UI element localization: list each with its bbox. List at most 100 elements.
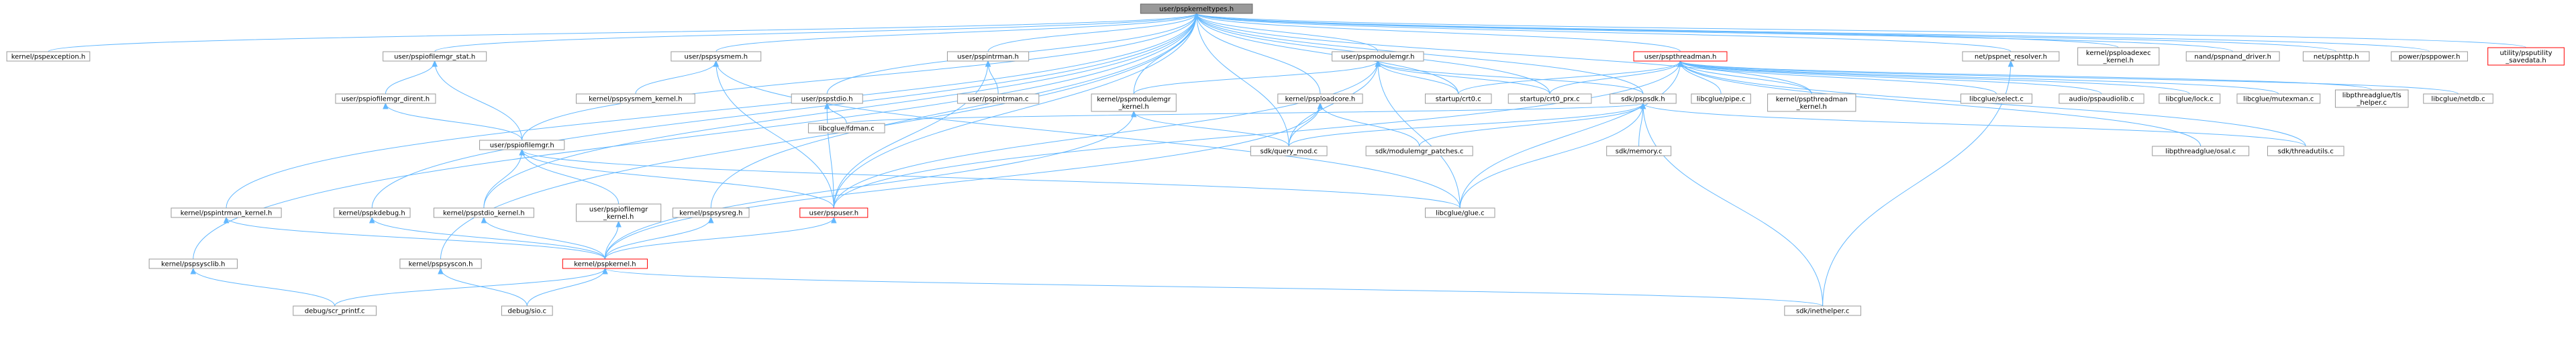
node-box-sysreg[interactable] [672,207,750,218]
node-modulemgr_kernel[interactable]: kernel/pspmodulemgr_kernel.h [1091,93,1177,112]
node-pspsysmem_kernel[interactable]: kernel/pspsysmem_kernel.h [576,93,695,104]
node-box-net_resolver[interactable] [1962,51,2060,62]
node-box-threadutils[interactable] [2267,146,2344,156]
node-box-syscon[interactable] [399,258,482,269]
node-nand_driver[interactable]: nand/pspnand_driver.h [2185,51,2280,62]
node-box-loadexec_kernel[interactable] [2077,47,2160,66]
node-memory[interactable]: sdk/memory.c [1606,146,1672,156]
node-box-stdio_kernel[interactable] [433,207,534,218]
node-glue[interactable]: libcglue/glue.c [1425,207,1495,218]
node-sysclib[interactable]: kernel/pspsysclib.h [148,258,238,269]
node-box-intrman_kernel[interactable] [170,207,282,218]
node-box-mutexman[interactable] [2236,93,2321,104]
node-iofilemgr_stat[interactable]: user/pspiofilemgr_stat.h [383,51,487,62]
node-box-tls_helper[interactable] [2334,89,2409,108]
node-pspintrman[interactable]: user/pspintrman.h [946,51,1030,62]
node-crt0_prx[interactable]: startup/crt0_prx.c [1507,93,1592,104]
node-intrman_kernel[interactable]: kernel/pspintrman_kernel.h [170,207,282,218]
node-box-psppower[interactable] [2391,51,2468,62]
node-root[interactable]: user/pspkerneltypes.h [1140,3,1253,14]
node-box-sysclib[interactable] [148,258,238,269]
node-box-fdman[interactable] [807,123,885,134]
node-loadexec_kernel[interactable]: kernel/psploadexec_kernel.h [2077,47,2160,66]
node-scr_printf[interactable]: debug/scr_printf.c [293,305,377,316]
node-box-pspaudiolib[interactable] [2059,93,2144,104]
node-modulemgr_patches[interactable]: sdk/modulemgr_patches.c [1365,146,1473,156]
node-box-threadman[interactable] [1633,51,1728,62]
node-box-iofilemgr_dirent[interactable] [335,93,436,104]
node-kdebug[interactable]: kernel/pspkdebug.h [333,207,411,218]
node-box-memory[interactable] [1606,146,1672,156]
node-box-modulemgr[interactable] [1332,51,1424,62]
node-box-scr_printf[interactable] [293,305,377,316]
node-box-netdb[interactable] [2423,93,2493,104]
node-pipe[interactable]: libcglue/pipe.c [1691,93,1751,104]
node-psphttp[interactable]: net/psphttp.h [2302,51,2370,62]
node-box-pspuser[interactable] [799,207,869,218]
node-fdman[interactable]: libcglue/fdman.c [807,123,885,134]
node-box-savedata[interactable] [2487,47,2565,66]
node-box-psputils[interactable] [1609,93,1677,104]
node-box-pspstdio[interactable] [791,93,863,104]
node-box-root[interactable] [1140,3,1253,14]
node-syscon[interactable]: kernel/pspsyscon.h [399,258,482,269]
node-stdio_kernel[interactable]: kernel/pspstdio_kernel.h [433,207,534,218]
node-savedata[interactable]: utility/psputility_savedata.h [2487,47,2565,66]
node-box-loadcore[interactable] [1277,93,1363,104]
node-box-iofilemgr[interactable] [479,140,565,150]
node-pspaudiolib[interactable]: audio/pspaudiolib.c [2059,93,2144,104]
node-box-inethelper[interactable] [1784,305,1861,316]
node-pspkernel[interactable]: kernel/pspkernel.h [562,258,648,269]
node-modulemgr[interactable]: user/pspmodulemgr.h [1332,51,1424,62]
node-box-select[interactable] [1960,93,2032,104]
node-select[interactable]: libcglue/select.c [1960,93,2032,104]
node-box-psphttp[interactable] [2302,51,2370,62]
node-psputils[interactable]: sdk/pspsdk.h [1609,93,1677,104]
node-psppower[interactable]: power/psppower.h [2391,51,2468,62]
node-box-pspintrman[interactable] [946,51,1030,62]
node-sio[interactable]: debug/sio.c [501,305,553,316]
node-pspsysmem[interactable]: user/pspsysmem.h [671,51,762,62]
node-threadutils[interactable]: sdk/threadutils.c [2267,146,2344,156]
node-box-pspintrman_c[interactable] [957,93,1040,104]
node-pspstdio[interactable]: user/pspstdio.h [791,93,863,104]
node-box-pspexception[interactable] [6,51,91,62]
node-box-modulemgr_patches[interactable] [1365,146,1473,156]
node-box-pspkernel[interactable] [562,258,648,269]
node-iofilemgr_dirent[interactable]: user/pspiofilemgr_dirent.h [335,93,436,104]
node-pspexception[interactable]: kernel/pspexception.h [6,51,91,62]
node-box-iofilemgr_stat[interactable] [383,51,487,62]
node-box-pipe[interactable] [1691,93,1751,104]
node-box-query_mod[interactable] [1250,146,1328,156]
node-lock[interactable]: libcglue/lock.c [2159,93,2221,104]
node-mutexman[interactable]: libcglue/mutexman.c [2236,93,2321,104]
node-box-pspsysmem[interactable] [671,51,762,62]
node-netdb[interactable]: libcglue/netdb.c [2423,93,2493,104]
node-osal[interactable]: libpthreadglue/osal.c [2152,146,2250,156]
node-box-crt0[interactable] [1425,93,1492,104]
node-box-osal[interactable] [2152,146,2250,156]
node-crt0[interactable]: startup/crt0.c [1425,93,1492,104]
node-loadcore[interactable]: kernel/psploadcore.h [1277,93,1363,104]
node-threadman_kernel[interactable]: kernel/pspthreadman_kernel.h [1767,93,1856,112]
node-box-nand_driver[interactable] [2185,51,2280,62]
node-box-modulemgr_kernel[interactable] [1091,93,1177,112]
node-pspintrman_c[interactable]: user/pspintrman.c [957,93,1040,104]
node-net_resolver[interactable]: net/pspnet_resolver.h [1962,51,2060,62]
node-box-kdebug[interactable] [333,207,411,218]
node-iofilemgr_kernel[interactable]: user/pspiofilemgr_kernel.h [576,203,662,222]
node-box-glue[interactable] [1425,207,1495,218]
node-box-lock[interactable] [2159,93,2221,104]
node-box-sio[interactable] [501,305,553,316]
node-inethelper[interactable]: sdk/inethelper.c [1784,305,1861,316]
node-tls_helper[interactable]: libpthreadglue/tls_helper.c [2334,89,2409,108]
node-box-iofilemgr_kernel[interactable] [576,203,662,222]
node-box-threadman_kernel[interactable] [1767,93,1856,112]
node-box-pspsysmem_kernel[interactable] [576,93,695,104]
node-query_mod[interactable]: sdk/query_mod.c [1250,146,1328,156]
node-sysreg[interactable]: kernel/pspsysreg.h [672,207,750,218]
node-pspuser[interactable]: user/pspuser.h [799,207,869,218]
node-threadman[interactable]: user/pspthreadman.h [1633,51,1728,62]
node-iofilemgr[interactable]: user/pspiofilemgr.h [479,140,565,150]
node-box-crt0_prx[interactable] [1507,93,1592,104]
